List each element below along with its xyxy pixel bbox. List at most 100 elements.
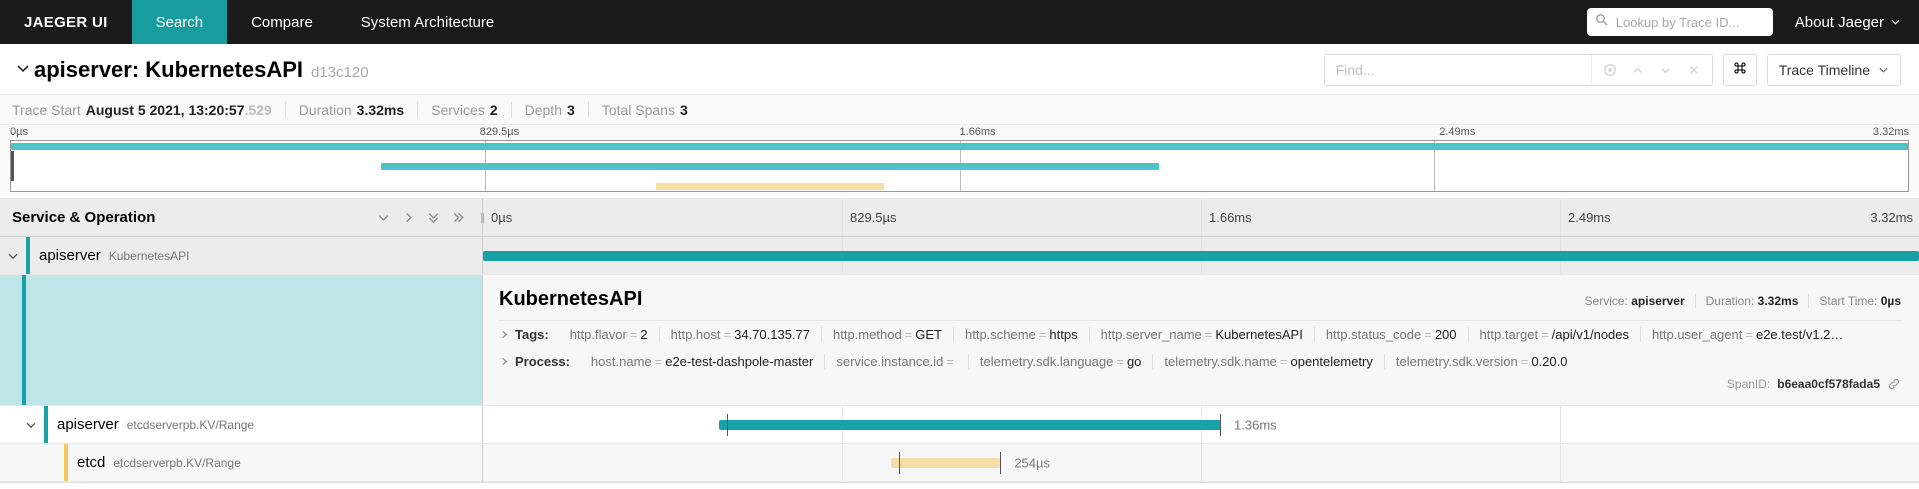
table-row[interactable]: apiserver KubernetesAPI (0, 237, 1919, 275)
meta-total-spans: Total Spans 3 (589, 102, 701, 118)
nav-right-group: About Jaeger (1586, 0, 1919, 44)
trace-meta-bar: Trace Start August 5 2021, 13:20:57.529 … (0, 95, 1919, 125)
ruler-gridline (1201, 199, 1202, 236)
column-resize-handle[interactable]: || (480, 211, 485, 224)
trace-header-collapse-toggle[interactable] (12, 59, 34, 81)
tag-key: http.user_agent (1652, 327, 1743, 342)
nav-item-compare[interactable]: Compare (251, 13, 313, 31)
tag-value: KubernetesAPI (1215, 327, 1303, 342)
span-row-left[interactable]: etcd etcdserverpb.KV/Range (0, 444, 483, 481)
span-service-name: apiserver (57, 416, 119, 433)
tag-item: http.user_agent=e2e.test/v1.2… (1641, 327, 1854, 342)
keyboard-shortcuts-button[interactable] (1722, 54, 1757, 86)
trace-id-lookup[interactable] (1586, 8, 1773, 36)
minimap-bar-root (11, 143, 1908, 150)
service-operation-label: Service & Operation (12, 209, 156, 226)
find-prev-icon[interactable] (1624, 55, 1652, 85)
span-expand-toggle[interactable] (18, 418, 44, 432)
span-bar[interactable] (483, 250, 1919, 261)
find-clear-icon[interactable] (1680, 55, 1708, 85)
meta-value: 3 (679, 101, 688, 118)
meta-value-ms: .529 (244, 101, 272, 118)
meta-value: 3.32ms (356, 101, 405, 118)
nav-item-search[interactable]: Search (131, 0, 228, 44)
page-title: apiserver: KubernetesAPI (34, 57, 303, 82)
chevron-right-icon[interactable] (499, 356, 515, 367)
double-chevron-right-icon[interactable] (451, 210, 466, 225)
timeline-tick-2: 1.66ms (1209, 210, 1252, 225)
find-input[interactable] (1324, 55, 1591, 85)
trace-minimap[interactable]: 0µs 829.5µs 1.66ms 2.49ms 3.32ms (0, 125, 1919, 199)
detail-start-time-value: 0µs (1880, 294, 1901, 308)
table-row[interactable]: apiserver etcdserverpb.KV/Range 1.36ms (0, 406, 1919, 444)
trace-id-label: d13c120 (311, 64, 369, 81)
detail-duration: Duration: 3.32ms (1696, 294, 1810, 308)
tag-item: http.flavor=2 (559, 327, 660, 342)
process-key: telemetry.sdk.name (1164, 354, 1277, 369)
span-row-bar-area[interactable] (483, 237, 1919, 274)
timeline-ruler: 0µs 829.5µs 1.66ms 2.49ms 3.32ms (483, 199, 1919, 236)
service-color-bar (22, 275, 26, 405)
brand-logo[interactable]: JAEGER UI (24, 13, 108, 31)
chevron-down-icon (1890, 14, 1901, 31)
span-operation-name: etcdserverpb.KV/Range (126, 418, 255, 432)
minimap-tick-1: 829.5µs (479, 126, 520, 138)
table-row[interactable]: etcd etcdserverpb.KV/Range 254µs (0, 444, 1919, 482)
process-value: opentelemetry (1290, 354, 1373, 369)
span-row-left[interactable]: apiserver etcdserverpb.KV/Range (0, 406, 483, 443)
tag-key: http.target (1479, 327, 1539, 342)
tag-key: http.method (833, 327, 902, 342)
tag-item: http.server_name=KubernetesAPI (1090, 327, 1315, 342)
process-row[interactable]: Process: host.name=e2e-test-dashpole-mas… (499, 348, 1903, 375)
timeline-column-header: Service & Operation || 0µs 829.5µs 1.66m… (0, 199, 1919, 237)
trace-header: apiserver: KubernetesAPI d13c120 (0, 44, 1919, 95)
tags-row[interactable]: Tags: http.flavor=2 http.host=34.70.135.… (499, 321, 1903, 348)
chevron-right-icon[interactable] (401, 210, 416, 225)
span-row-bar-area[interactable]: 254µs (483, 444, 1919, 481)
tag-key: http.host (670, 327, 721, 342)
service-color-bar (44, 406, 48, 443)
process-label: Process: (515, 354, 570, 369)
minimap-drag-handle[interactable] (11, 151, 14, 181)
ruler-gridline (1560, 199, 1561, 236)
minimap-body[interactable] (10, 140, 1909, 192)
row-gridline (1560, 444, 1561, 481)
nav-item-system-architecture[interactable]: System Architecture (360, 13, 495, 31)
span-row-left[interactable]: apiserver KubernetesAPI (0, 237, 483, 274)
link-icon[interactable] (1887, 377, 1901, 391)
span-bar[interactable] (718, 419, 1222, 430)
span-labels: apiserver etcdserverpb.KV/Range (48, 416, 254, 433)
minimap-tick-0: 0µs (10, 126, 28, 138)
timeline-tick-3: 2.49ms (1568, 210, 1611, 225)
minimap-gridline (1433, 141, 1435, 191)
timeline-tick-1: 829.5µs (850, 210, 897, 225)
focus-target-icon[interactable] (1596, 55, 1624, 85)
span-operation-name: KubernetesAPI (108, 249, 190, 263)
chevron-down-icon (15, 60, 31, 81)
detail-service-value: apiserver (1631, 294, 1685, 308)
meta-label: Duration (298, 101, 352, 118)
equals-sign: = (629, 327, 638, 342)
meta-duration: Duration 3.32ms (286, 101, 419, 118)
meta-value: 2 (489, 101, 498, 118)
meta-value: August 5 2021, 13:20:57.529 (86, 102, 272, 118)
about-jaeger-label: About Jaeger (1794, 13, 1884, 31)
span-duration-label: 254µs (1014, 455, 1050, 470)
find-next-icon[interactable] (1652, 55, 1680, 85)
span-bar[interactable] (890, 457, 1000, 468)
view-mode-select[interactable]: Trace Timeline (1766, 54, 1901, 86)
about-jaeger-menu[interactable]: About Jaeger (1795, 14, 1901, 31)
span-detail-gutter (0, 275, 483, 405)
chevron-right-icon[interactable] (499, 329, 515, 340)
equals-sign: = (1279, 354, 1288, 369)
double-chevron-down-icon[interactable] (426, 210, 441, 225)
process-key: host.name (590, 354, 652, 369)
chevron-down-icon[interactable] (376, 210, 391, 225)
trace-id-lookup-input[interactable] (1613, 13, 1765, 31)
process-items: host.name=e2e-test-dashpole-master servi… (580, 354, 1579, 369)
span-row-bar-area[interactable]: 1.36ms (483, 406, 1919, 443)
command-icon (1732, 60, 1748, 81)
ruler-gridline (842, 199, 843, 236)
span-expand-toggle[interactable] (0, 249, 26, 263)
service-color-bar (64, 444, 68, 481)
